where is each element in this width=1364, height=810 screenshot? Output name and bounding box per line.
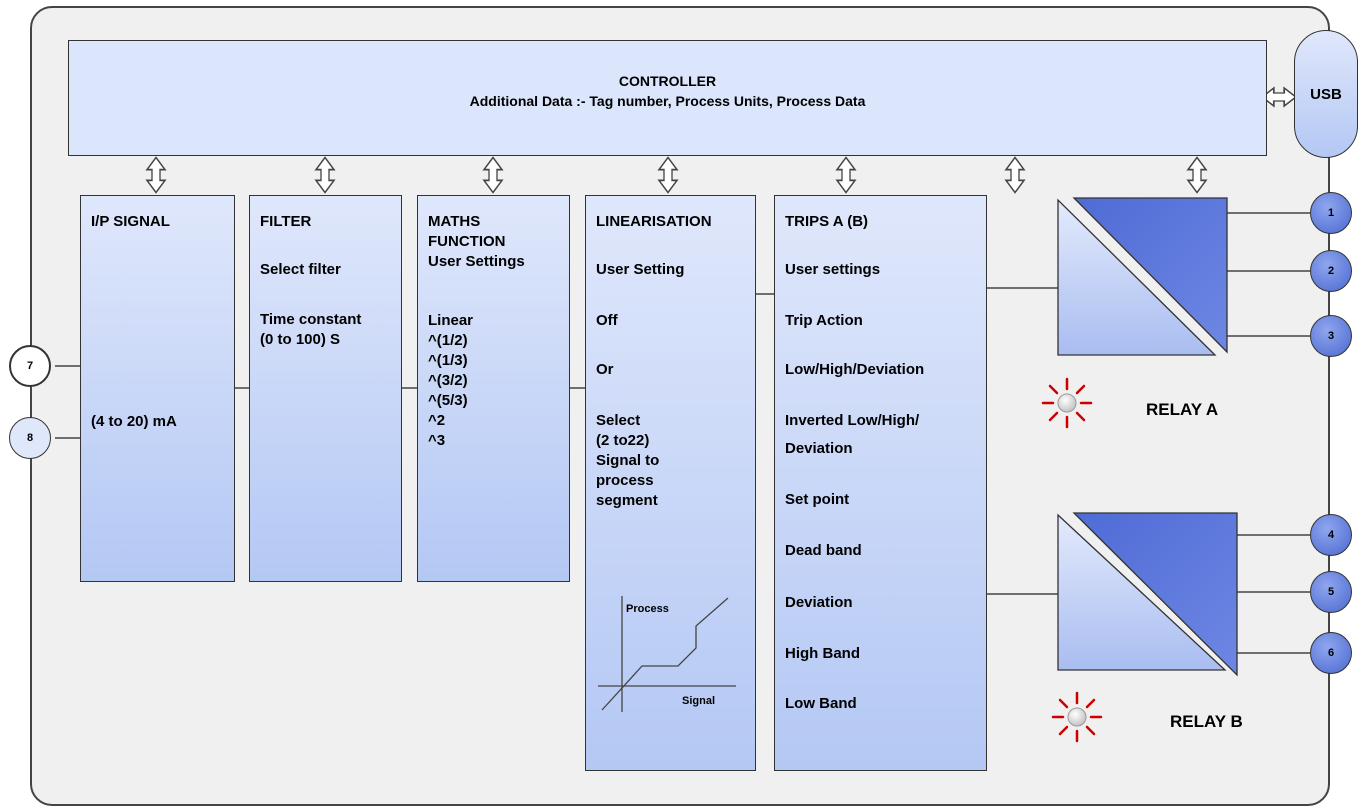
trips-item: Low Band <box>785 695 857 712</box>
relay-a-led-icon <box>1041 377 1093 429</box>
terminal-label: 5 <box>1327 586 1335 598</box>
linearisation-item: process <box>596 472 654 489</box>
maths-option: ^(1/3) <box>428 352 468 369</box>
terminal-label: 4 <box>1327 529 1335 541</box>
terminal-label: 6 <box>1327 647 1335 659</box>
filter-time-constant: Time constant <box>260 311 362 328</box>
trips-item: Trip Action <box>785 312 863 329</box>
maths-block: MATHS FUNCTION User Settings Linear ^(1/… <box>417 195 570 582</box>
terminal-3: 3 <box>1310 315 1352 357</box>
trips-item: Set point <box>785 491 850 508</box>
usb-label: USB <box>1310 85 1342 103</box>
terminal-label: 3 <box>1327 330 1335 342</box>
trips-item: High Band <box>785 645 860 662</box>
trips-item: Deviation <box>785 440 853 457</box>
linearisation-item: (2 to22) <box>596 432 650 449</box>
bus-arrow-linearisation <box>658 156 678 194</box>
terminal-label: 2 <box>1327 265 1335 277</box>
linearisation-item: Signal to <box>596 452 660 469</box>
linearisation-item: segment <box>596 492 658 509</box>
ip-signal-range: (4 to 20) mA <box>91 413 177 430</box>
ip-signal-title: I/P SIGNAL <box>91 213 170 230</box>
maths-title-2: FUNCTION <box>428 233 506 250</box>
maths-option: ^(1/2) <box>428 332 468 349</box>
filter-select: Select filter <box>260 261 341 278</box>
linearisation-item: Select <box>596 412 641 429</box>
maths-option: ^(5/3) <box>428 392 468 409</box>
graph-process-label: Process <box>626 603 669 615</box>
relay-b-symbol <box>1057 512 1238 677</box>
filter-range: (0 to 100) S <box>260 331 341 348</box>
terminal-label: 1 <box>1327 207 1335 219</box>
controller-title: CONTROLLER <box>618 73 717 89</box>
relay-b-led-icon <box>1051 691 1103 743</box>
linearisation-block: LINEARISATION User Setting Off Or Select… <box>585 195 756 771</box>
bus-arrow-relay-a <box>1187 156 1207 194</box>
maths-option: Linear <box>428 312 474 329</box>
trips-item: Inverted Low/High/ <box>785 412 920 429</box>
terminal-label: 7 <box>26 360 34 372</box>
terminal-8: 8 <box>9 417 51 459</box>
terminal-7: 7 <box>9 345 51 387</box>
controller-subtitle: Additional Data :- Tag number, Process U… <box>469 93 866 109</box>
ip-signal-block: I/P SIGNAL (4 to 20) mA <box>80 195 235 582</box>
linearisation-subtitle: User Setting <box>596 261 685 278</box>
terminal-6: 6 <box>1310 632 1352 674</box>
relay-a-symbol <box>1057 197 1228 356</box>
maths-title-1: MATHS <box>428 213 481 230</box>
terminal-5: 5 <box>1310 571 1352 613</box>
trips-block: TRIPS A (B) User settings Trip Action Lo… <box>774 195 987 771</box>
trips-item: Dead band <box>785 542 862 559</box>
trips-item: Low/High/Deviation <box>785 361 925 378</box>
maths-option: ^3 <box>428 432 446 449</box>
usb-port: USB <box>1294 30 1358 158</box>
maths-subtitle: User Settings <box>428 253 525 270</box>
relay-b-label: RELAY B <box>1170 712 1243 731</box>
terminal-1: 1 <box>1310 192 1352 234</box>
terminal-2: 2 <box>1310 250 1352 292</box>
filter-title: FILTER <box>260 213 312 230</box>
bus-arrow-maths <box>483 156 503 194</box>
usb-arrow <box>1261 87 1297 107</box>
linearisation-item: Or <box>596 361 614 378</box>
trips-item: User settings <box>785 261 881 278</box>
linearisation-title: LINEARISATION <box>596 213 712 230</box>
bus-arrow-relay-b <box>1005 156 1025 194</box>
bus-arrow-filter <box>315 156 335 194</box>
maths-option: ^2 <box>428 412 446 429</box>
trips-title: TRIPS A (B) <box>785 213 869 230</box>
controller-block: CONTROLLER Additional Data :- Tag number… <box>68 40 1267 156</box>
bus-arrow-trips <box>836 156 856 194</box>
terminal-label: 8 <box>26 432 34 444</box>
linearisation-item: Off <box>596 312 618 329</box>
linearisation-curve-graph <box>598 596 736 712</box>
bus-arrow-ip <box>146 156 166 194</box>
graph-signal-label: Signal <box>682 695 716 707</box>
terminal-4: 4 <box>1310 514 1352 556</box>
relay-a-label: RELAY A <box>1146 400 1219 419</box>
maths-option: ^(3/2) <box>428 372 468 389</box>
trips-item: Deviation <box>785 594 853 611</box>
filter-block: FILTER Select filter Time constant (0 to… <box>249 195 402 582</box>
